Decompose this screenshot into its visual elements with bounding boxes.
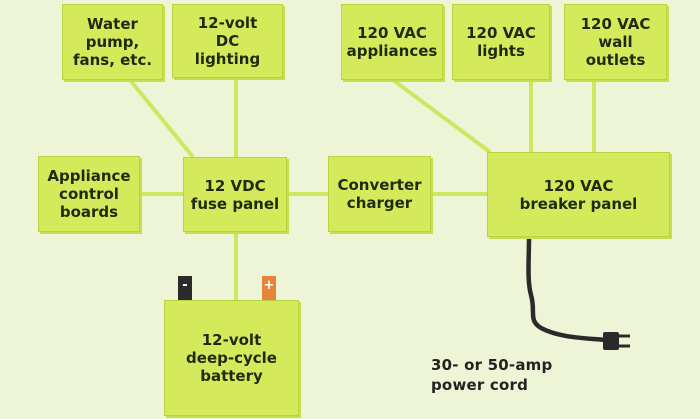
power-cord-label: 30- or 50-amp power cord (431, 356, 553, 394)
box-battery: 12-volt deep-cycle battery (164, 300, 299, 416)
box-fuse-panel: 12 VDC fuse panel (183, 157, 287, 232)
wire-water-pump-fuse (128, 78, 195, 159)
box-breaker-panel: 120 VAC breaker panel (487, 152, 670, 237)
positive-terminal-icon: + (262, 276, 276, 300)
box-dc-lighting: 12-volt DC lighting (172, 4, 283, 78)
negative-terminal-icon: - (178, 276, 192, 300)
plug-icon (603, 332, 619, 350)
box-appliance-control: Appliance control boards (38, 156, 140, 232)
power-cord (526, 236, 606, 343)
box-ac-appliances: 120 VAC appliances (341, 4, 443, 80)
box-ac-lights: 120 VAC lights (452, 4, 550, 80)
box-ac-outlets: 120 VAC wall outlets (564, 4, 667, 80)
box-water-pump: Water pump, fans, etc. (62, 4, 163, 80)
wire-appliances-breaker (391, 78, 492, 154)
box-converter-charger: Converter charger (328, 156, 431, 232)
